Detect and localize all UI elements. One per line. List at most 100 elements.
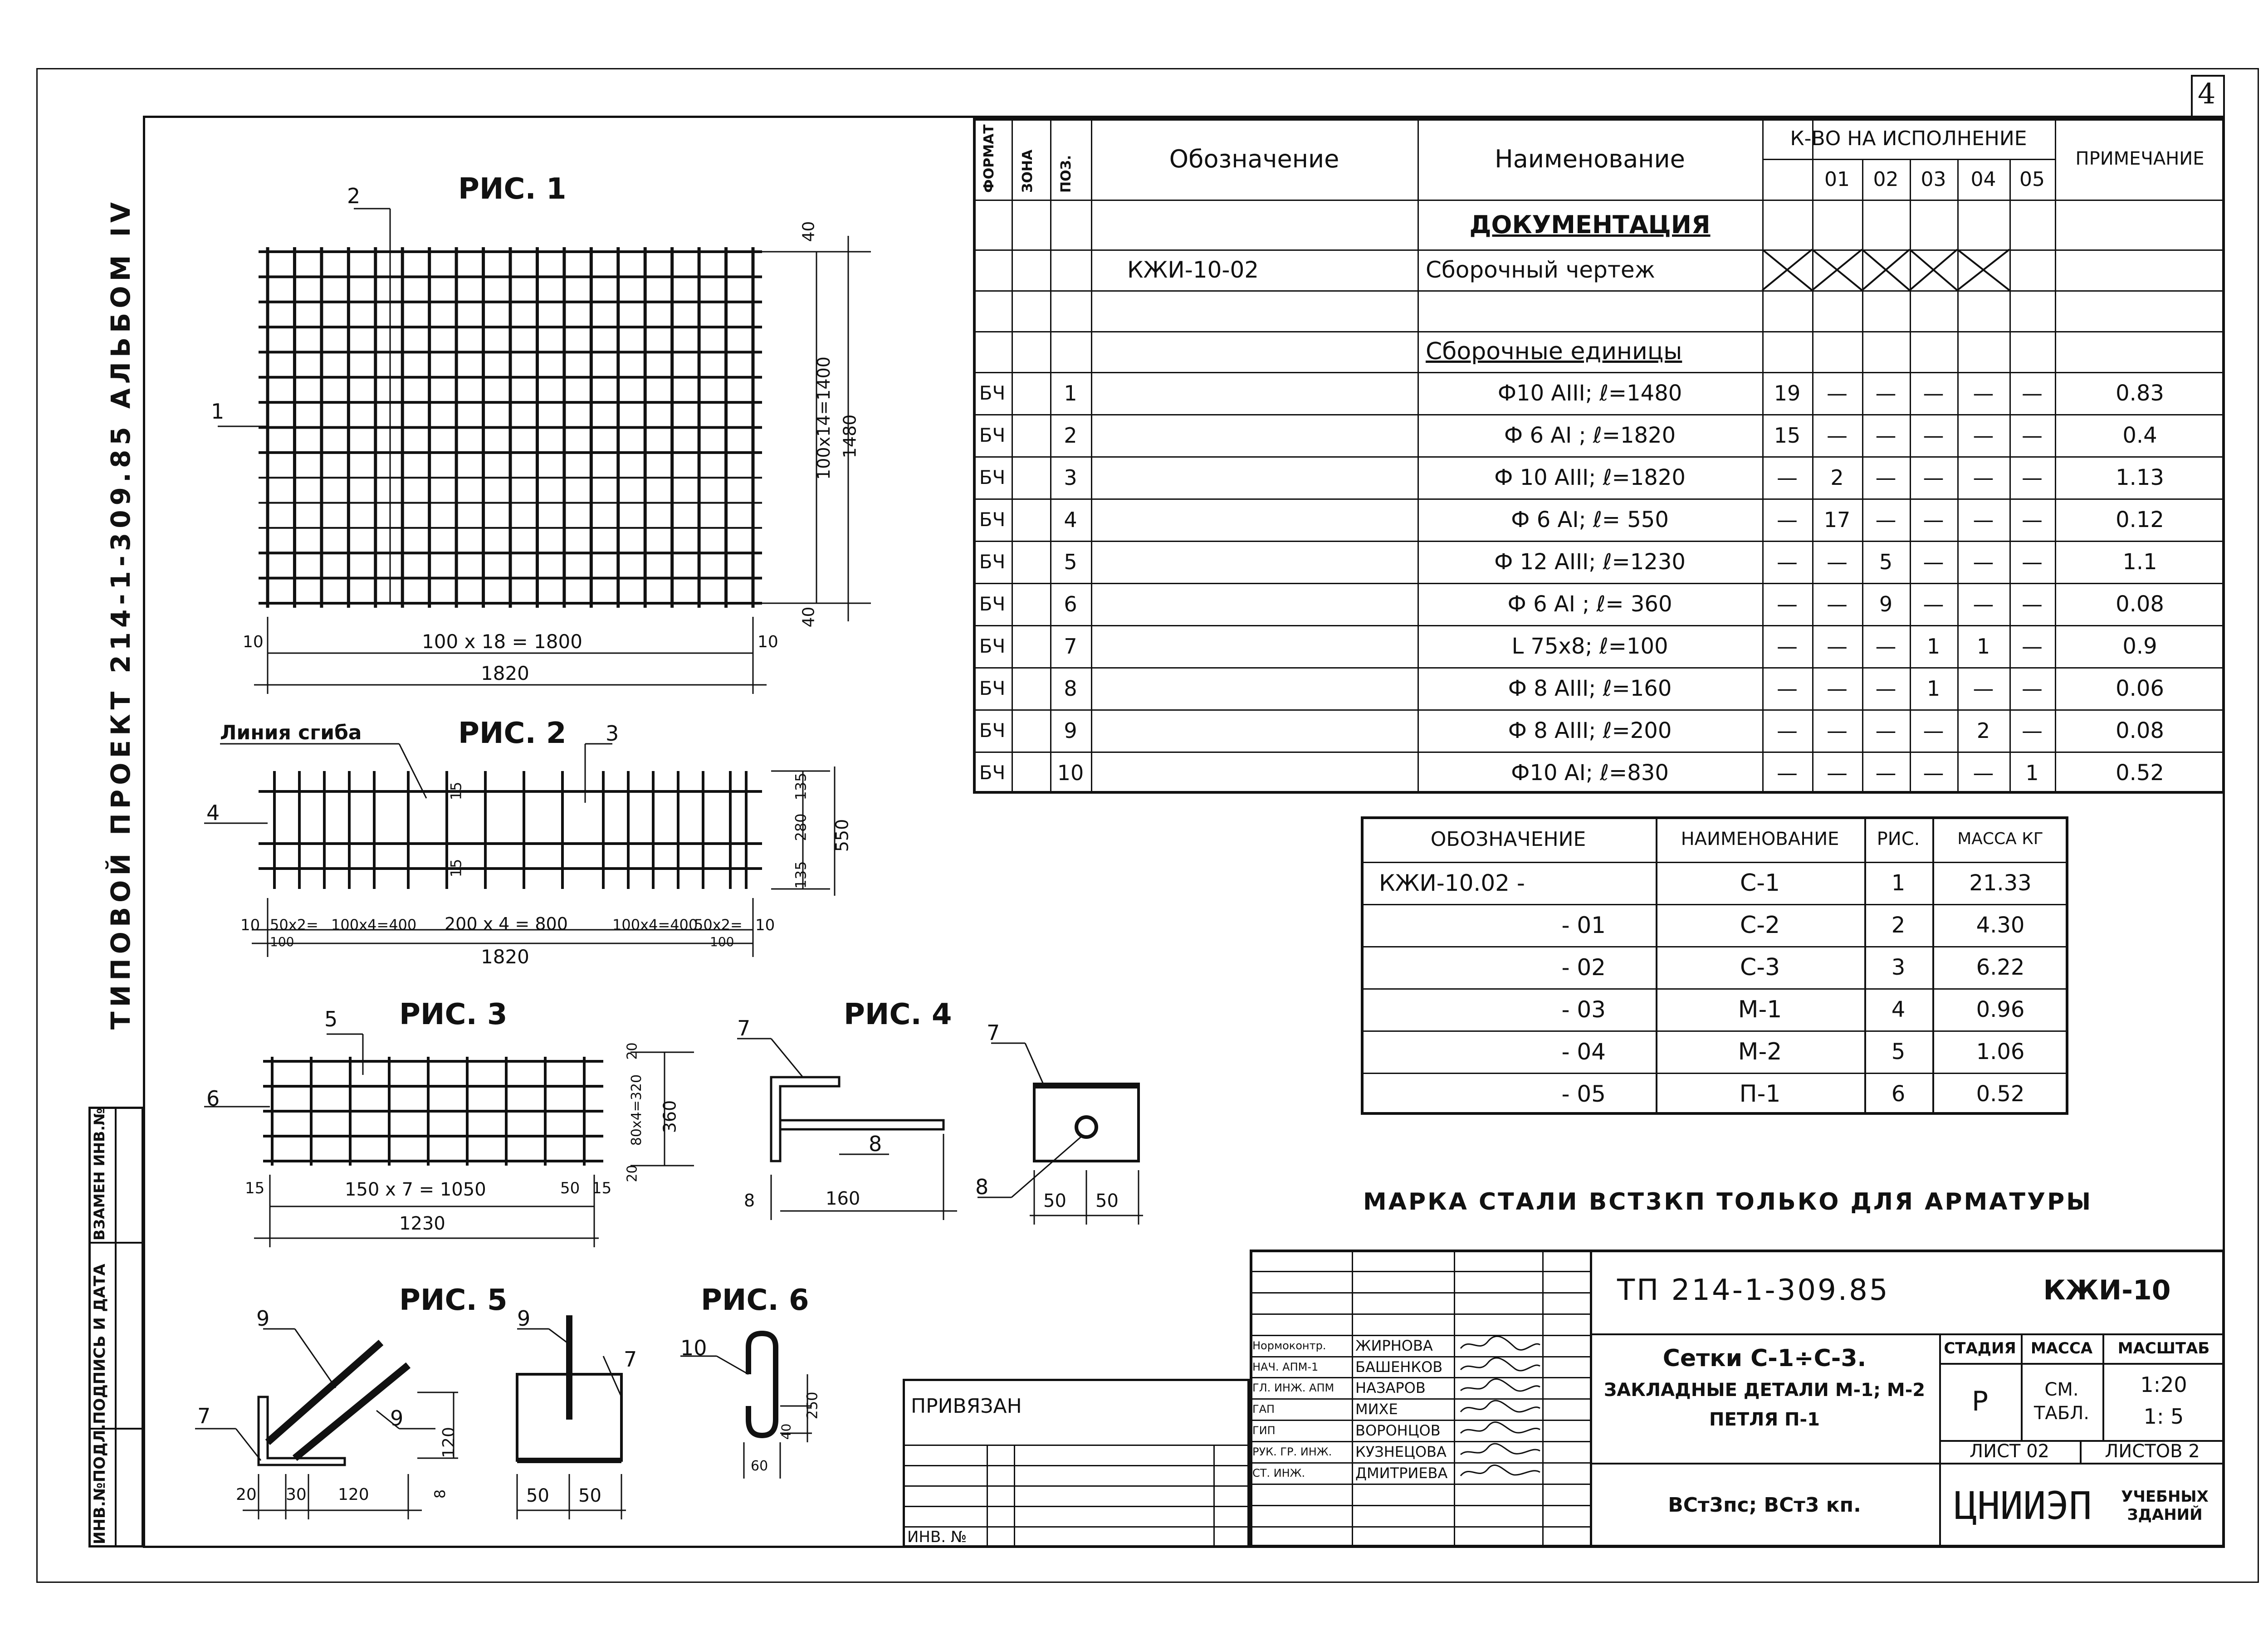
fig1-dim-1800: 100 х 18 = 1800	[422, 630, 582, 653]
fig4-label-7a: 7	[737, 1016, 751, 1040]
spec-row-name: Ф 6 АI ; ℓ=1820	[1504, 422, 1676, 448]
spec-row-pos: 7	[1064, 634, 1077, 659]
spec-row-qty: —	[1923, 760, 1944, 785]
spec-row-note: 0.9	[2122, 633, 2157, 659]
signature-scribble	[1460, 1443, 1540, 1455]
title-line-1	[1590, 1333, 2225, 1335]
spec-row-note: 0.52	[2116, 760, 2164, 786]
spec-header-name: Наименование	[1495, 144, 1685, 173]
spec-row-qty: 2	[1976, 718, 1990, 743]
mass-header-fig: РИС.	[1877, 829, 1920, 849]
fig3-dim-50: 50	[560, 1179, 580, 1197]
spec-row-qty: —	[1923, 549, 1944, 574]
title-line-3	[1939, 1440, 2225, 1442]
spec-row-line	[973, 290, 2225, 292]
spec-row-qty: —	[1973, 507, 1994, 532]
fig5-title: РИС. 5	[399, 1284, 508, 1317]
spec-row-qty: —	[1973, 591, 1994, 616]
title-sign-row-line	[1250, 1420, 1590, 1421]
mass-header-designation: ОБОЗНАЧЕНИЕ	[1430, 827, 1586, 851]
spec-row-note: 0.12	[2116, 507, 2164, 532]
spec-doc-name: Сборочный чертеж	[1426, 257, 1655, 283]
spec-row-qty: —	[1973, 423, 1994, 448]
spec-row-format: БЧ	[979, 382, 1006, 404]
spec-row-name: Ф 8 АIII; ℓ=200	[1508, 718, 1672, 743]
mass-row-mass: 4.30	[1976, 912, 2025, 938]
mass-row-fig: 6	[1891, 1081, 1906, 1107]
spec-row-pos: 10	[1057, 760, 1084, 785]
spec-crossed-cells	[1761, 249, 2010, 291]
fig1-dim-14: 100х14=1400	[813, 356, 834, 480]
spec-section-docs: ДОКУМЕНТАЦИЯ	[1469, 210, 1711, 239]
spec-row-line	[973, 541, 2225, 542]
spec-row-qty: 19	[1774, 381, 1801, 405]
spec-variant-header: 03	[1921, 167, 1946, 191]
fig2-dim-100a: 100	[270, 934, 294, 949]
spec-row-qty: —	[1777, 634, 1798, 659]
title-vline-4	[2080, 1440, 2082, 1463]
spec-row-qty: —	[1875, 634, 1897, 659]
spec-variant-header: 02	[1873, 167, 1899, 191]
title-project-code: ТП 214-1-309.85	[1617, 1274, 1890, 1307]
title-role: СТ. ИНЖ.	[1252, 1466, 1305, 1479]
mass-row-name: П-1	[1739, 1080, 1781, 1108]
fig1-dim-top: 40	[799, 221, 818, 242]
spec-col-line	[1812, 118, 1813, 794]
title-person: КУЗНЕЦОВА	[1355, 1443, 1447, 1460]
title-person: ЖИРНОВА	[1355, 1337, 1433, 1354]
title-name-line1: Сетки С-1÷С-3.	[1662, 1345, 1867, 1372]
steel-note: МАРКА СТАЛИ ВСТ3КП ТОЛЬКО ДЛЯ АРМАТУРЫ	[1363, 1188, 2093, 1216]
spec-row-qty: —	[1827, 591, 1848, 616]
mass-row-fig: 2	[1891, 912, 1906, 938]
mass-row-line	[1361, 1073, 2068, 1074]
spec-col-line	[1418, 118, 1419, 794]
spec-row-name: Ф10 АIII; ℓ=1480	[1497, 380, 1682, 406]
title-scale-2: 1: 5	[2143, 1404, 2184, 1429]
fig3-dim-360: 360	[660, 1100, 680, 1133]
spec-row-format: БЧ	[979, 719, 1006, 742]
mass-col-line	[1932, 816, 1934, 1115]
fig2-label-4: 4	[206, 801, 220, 825]
spec-col-line	[1050, 118, 1051, 794]
fig3-dim-20b: 20	[624, 1165, 640, 1182]
spec-row-line	[973, 249, 2225, 251]
mass-row-name: М-2	[1738, 1038, 1782, 1065]
title-sheet: ЛИСТ 02	[1970, 1441, 2049, 1462]
spec-row-qty: —	[2022, 591, 2043, 616]
spec-row-qty: —	[1777, 676, 1798, 701]
spec-row-note: 0.08	[2116, 591, 2164, 617]
spec-row-qty: —	[1827, 423, 1848, 448]
title-mass-label: МАССА	[2030, 1339, 2093, 1357]
spec-row-qty: —	[1923, 465, 1944, 490]
spec-row-note: 0.08	[2116, 718, 2164, 743]
spec-row-qty: —	[1875, 423, 1897, 448]
spec-row-name: L 75х8; ℓ=100	[1511, 633, 1668, 659]
mass-row-name: М-1	[1738, 996, 1782, 1023]
mass-row-mass: 21.33	[1969, 870, 2032, 896]
spec-row-name: Ф 6 АI; ℓ= 550	[1511, 507, 1669, 532]
fig1-label-2: 2	[347, 184, 361, 208]
spec-row-qty: 1	[1976, 634, 1990, 659]
spec-row-qty: —	[1875, 676, 1897, 701]
fig6-title: РИС. 6	[701, 1284, 809, 1317]
spec-row-qty: 1	[1926, 634, 1941, 659]
fig5-label-7b: 7	[624, 1347, 637, 1372]
mass-row-mass: 6.22	[1976, 954, 2025, 980]
spec-row-pos: 1	[1064, 381, 1077, 405]
spec-col-line	[2055, 118, 2056, 794]
fig4-title: РИС. 4	[844, 998, 952, 1031]
fig2-dim-400b: 100х4=400	[612, 916, 698, 933]
spec-header-designation: Обозначение	[1169, 144, 1339, 173]
fig2-label-3: 3	[606, 721, 619, 746]
title-drawing-code: КЖИ-10	[2043, 1274, 2171, 1306]
spec-row-line	[973, 414, 2225, 415]
spec-row-qty: —	[1827, 760, 1848, 785]
title-sign-row-line	[1250, 1271, 1590, 1272]
mass-border	[1361, 816, 2068, 1115]
album-label: ТИПОВОЙ ПРОЕКТ 214-1-309.85 АЛЬБОМ IV	[105, 197, 136, 1030]
fig4-label-8b: 8	[975, 1175, 989, 1199]
spec-row-pos: 2	[1064, 423, 1077, 448]
spec-row-line	[973, 200, 2225, 201]
title-person: НАЗАРОВ	[1355, 1379, 1426, 1396]
